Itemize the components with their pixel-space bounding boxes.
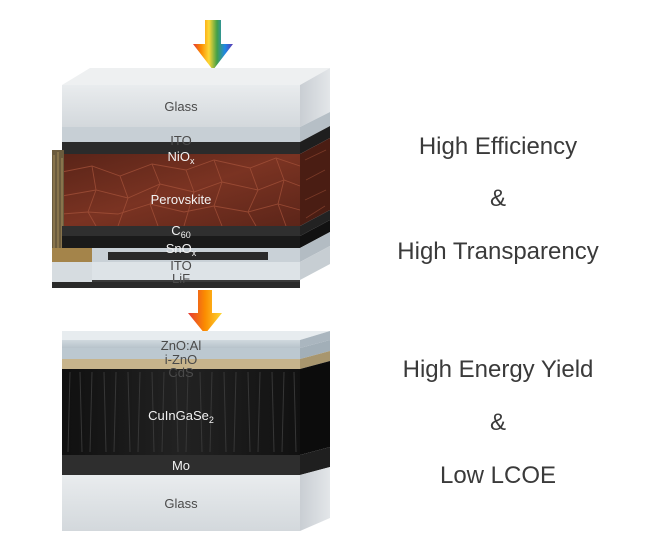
mo-layer — [62, 455, 300, 475]
niox-layer — [62, 142, 300, 154]
cigs-texture — [67, 371, 297, 453]
gold-contact — [52, 248, 92, 262]
top-glass-side — [300, 68, 330, 127]
claim-ampersand-top: & — [489, 185, 506, 212]
claim-low-lcoe: Low LCOE — [439, 462, 557, 489]
transmitted-light-arrow — [188, 290, 222, 334]
label-perovskite: Perovskite — [150, 192, 212, 207]
label-bottom-glass: Glass — [164, 496, 198, 511]
claim-high-efficiency: High Efficiency — [418, 133, 578, 160]
label-top-glass: Glass — [164, 99, 198, 114]
cigs-layer — [62, 369, 300, 455]
i-zno-layer — [62, 348, 300, 359]
label-i-zno: i-ZnO — [164, 352, 198, 367]
top-glass-front — [62, 85, 300, 127]
bottom-glass-front — [62, 475, 300, 531]
label-snox: SnOx — [165, 241, 197, 258]
claim-high-energy-yield: High Energy Yield — [402, 356, 594, 383]
bottom-cigs-cell — [62, 331, 330, 531]
label-cigs: CuInGaSe2 — [148, 408, 214, 425]
label-c60: C60 — [171, 223, 191, 240]
claim-high-transparency: High Transparency — [397, 238, 599, 265]
claim-ampersand-bottom: & — [489, 409, 506, 436]
label-lif: LiF — [171, 271, 191, 286]
label-niox: NiOx — [167, 149, 195, 166]
label-ito-bottom: ITO — [170, 258, 192, 273]
perovskite-layer — [62, 154, 300, 226]
top-glass-top-face — [62, 68, 330, 85]
label-cds: CdS — [168, 365, 194, 380]
lif-layer — [92, 262, 300, 280]
label-zno-al: ZnO:Al — [160, 338, 202, 353]
ito-top-layer — [62, 127, 300, 142]
label-ito-top: ITO — [170, 133, 192, 148]
zno-al-layer — [62, 340, 300, 348]
top-perovskite-cell — [52, 68, 330, 288]
label-mo: Mo — [171, 458, 191, 473]
cds-layer — [62, 359, 300, 369]
c60-layer — [62, 226, 300, 236]
perovskite-grains — [61, 157, 301, 227]
snox-layer — [62, 236, 300, 248]
incident-light-arrow — [193, 20, 233, 70]
